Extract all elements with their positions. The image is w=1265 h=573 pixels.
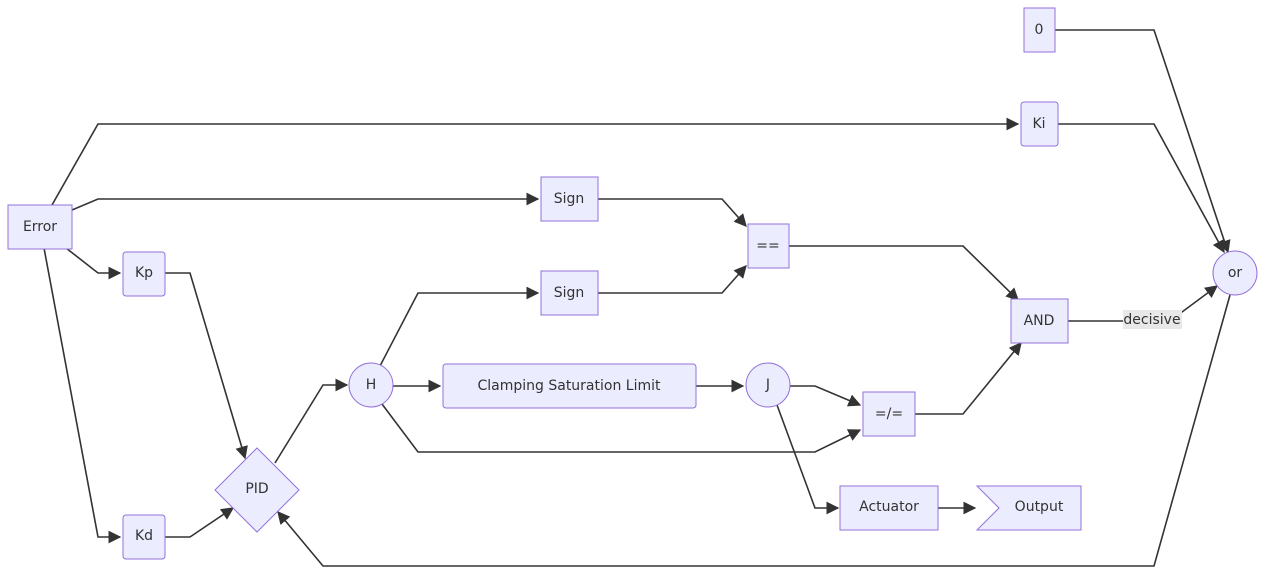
node-ki[interactable]: Ki	[1020, 101, 1059, 147]
edge-neq-and	[915, 342, 1022, 415]
edge-label-decisive: decisive	[1123, 310, 1182, 329]
edge-ki-or	[1058, 123, 1225, 254]
edge-h-neq	[381, 403, 862, 453]
node-label: Sign	[554, 285, 585, 301]
node-pid[interactable]: PID	[214, 447, 300, 533]
node-label: Kd	[135, 528, 153, 544]
edge-pid-h	[274, 378, 349, 464]
node-clamp[interactable]: Clamping Saturation Limit	[442, 363, 697, 409]
node-label: H	[366, 377, 377, 393]
node-neq[interactable]: =/=	[862, 391, 916, 437]
node-eq[interactable]: ==	[747, 223, 790, 269]
edge-zero-or	[1055, 29, 1231, 254]
node-label: Sign	[554, 191, 585, 207]
node-label: Kp	[135, 265, 153, 281]
edges	[43, 29, 1231, 567]
edge-error-ki	[51, 117, 1020, 206]
node-kp[interactable]: Kp	[122, 251, 166, 297]
edge-kp-pid	[165, 272, 248, 460]
edge-sign-top-eq	[598, 198, 747, 227]
edge-j-neq	[790, 385, 862, 407]
node-label: =/=	[875, 406, 903, 422]
node-label: Clamping Saturation Limit	[477, 378, 661, 394]
node-label: J	[765, 377, 770, 393]
edge-j-actuator	[776, 404, 840, 515]
node-or[interactable]: or	[1212, 250, 1258, 296]
node-j[interactable]: J	[745, 362, 791, 408]
edge-error-sign-top	[71, 192, 540, 211]
node-output[interactable]: Output	[975, 485, 1082, 531]
edge-error-kd	[43, 247, 122, 544]
node-and[interactable]: AND	[1010, 298, 1069, 344]
node-label: Error	[23, 219, 57, 235]
node-label: ==	[756, 238, 779, 254]
edge-h-sign-bottom	[379, 286, 540, 367]
node-label: or	[1228, 265, 1243, 281]
edge-error-kp	[65, 247, 122, 280]
node-label: Ki	[1032, 116, 1045, 132]
node-actuator[interactable]: Actuator	[839, 485, 939, 531]
edge-label-text: decisive	[1123, 312, 1180, 328]
node-sign-bottom[interactable]: Sign	[540, 270, 599, 316]
node-sign-top[interactable]: Sign	[540, 176, 599, 222]
node-label: Actuator	[859, 499, 919, 515]
edge-eq-and	[789, 245, 1019, 301]
node-h[interactable]: H	[348, 362, 394, 408]
node-error[interactable]: Error	[7, 204, 73, 250]
node-label: Output	[1015, 499, 1064, 515]
node-label: PID	[245, 481, 268, 497]
node-zero[interactable]: 0	[1023, 7, 1056, 53]
edge-sign-bottom-eq	[598, 265, 747, 294]
edge-kd-pid	[165, 507, 235, 538]
node-label: AND	[1024, 313, 1055, 329]
edge-or-pid	[277, 294, 1231, 567]
node-label: 0	[1035, 22, 1044, 38]
node-kd[interactable]: Kd	[122, 514, 166, 560]
